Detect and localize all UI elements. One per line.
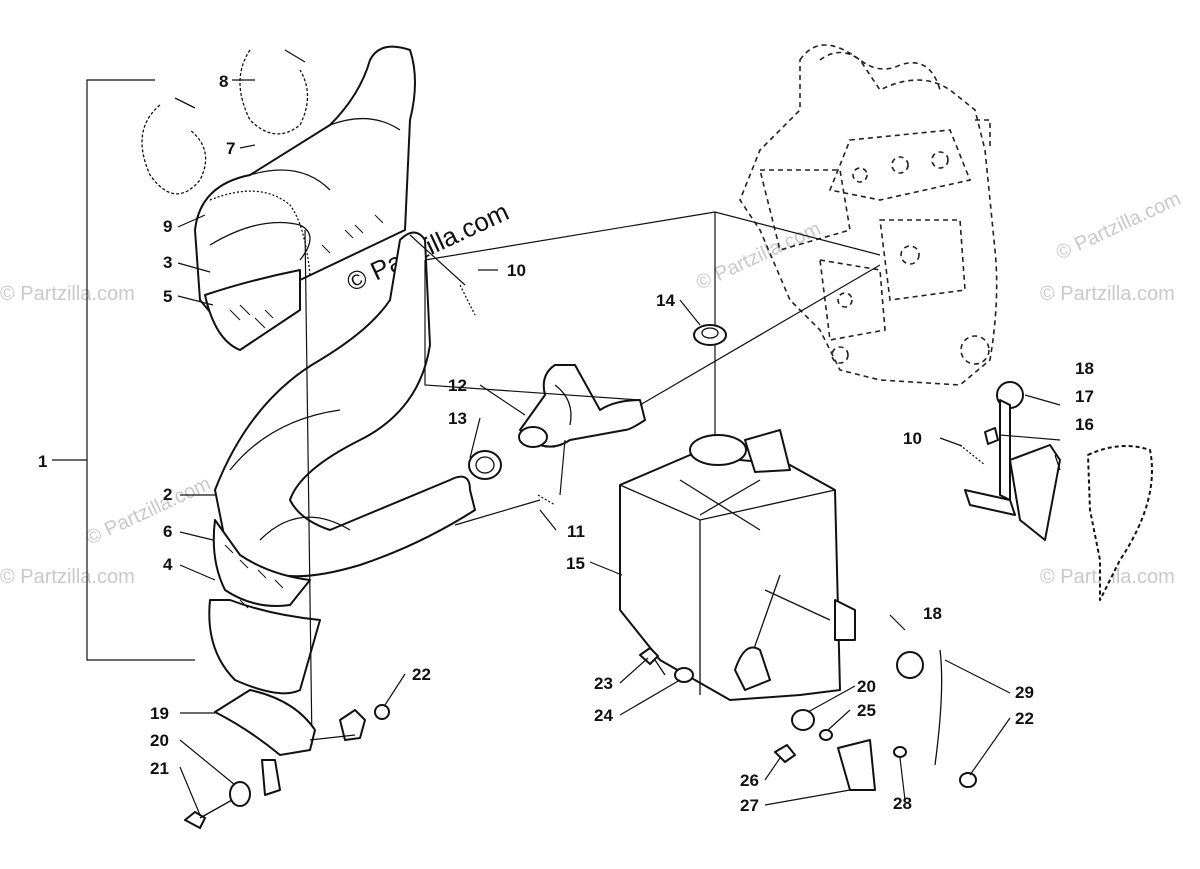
callout-9: 9 xyxy=(163,217,172,236)
callout-6: 6 xyxy=(163,522,172,541)
callout-24: 24 xyxy=(594,706,613,725)
grommet-inner xyxy=(701,327,719,339)
callout-22-left: 22 xyxy=(412,665,431,684)
callout-22-right: 22 xyxy=(1015,709,1034,728)
engine-outline xyxy=(739,44,998,386)
manifold-gasket xyxy=(468,450,502,480)
callout-29: 29 xyxy=(1015,683,1034,702)
expansion-chamber xyxy=(208,229,476,746)
callout-10-upper: 10 xyxy=(507,261,526,280)
callout-18-lower: 18 xyxy=(923,604,942,623)
callout-12: 12 xyxy=(448,376,467,395)
watermark: © Partzilla.com xyxy=(1053,188,1184,265)
callout-27: 27 xyxy=(740,796,759,815)
watermark: © Partzilla.com xyxy=(83,473,214,550)
callout-4: 4 xyxy=(163,555,173,574)
callout-14: 14 xyxy=(656,291,675,310)
callout-21: 21 xyxy=(150,759,169,778)
callout-3: 3 xyxy=(163,253,172,272)
callout-labels: 1 2 3 4 5 6 7 8 9 10 10 11 12 13 14 15 1… xyxy=(38,72,1094,815)
callout-11: 11 xyxy=(567,522,585,541)
callout-7: 7 xyxy=(226,139,235,158)
callout-20-left: 20 xyxy=(150,731,169,750)
silencer-box xyxy=(619,429,856,701)
callout-25: 25 xyxy=(857,701,876,720)
callout-17: 17 xyxy=(1075,387,1094,406)
callout-28: 28 xyxy=(893,794,912,813)
routing-lines xyxy=(424,211,881,445)
heat-band xyxy=(209,190,311,276)
watermark: © Partzilla.com xyxy=(0,566,135,588)
callout-13: 13 xyxy=(448,409,467,428)
lower-bracket-assembly xyxy=(184,689,390,829)
callout-16: 16 xyxy=(1075,415,1094,434)
callout-23: 23 xyxy=(594,674,613,693)
watermark: © Partzilla.com xyxy=(1040,283,1175,305)
watermark: © Partzilla.com xyxy=(693,218,824,295)
callout-19: 19 xyxy=(150,704,169,723)
callout-26: 26 xyxy=(740,771,759,790)
callout-18-upper: 18 xyxy=(1075,359,1094,378)
assembly-bracket xyxy=(52,79,195,661)
leader-lines xyxy=(177,79,1061,816)
muffler-upper-can xyxy=(194,45,416,351)
callout-20-right: 20 xyxy=(857,677,876,696)
callout-10-right: 10 xyxy=(903,429,922,448)
callout-2: 2 xyxy=(163,485,172,504)
manifold-gasket-inner xyxy=(475,456,495,474)
silencer-hardware xyxy=(639,647,977,791)
callout-1: 1 xyxy=(38,452,47,471)
grommet xyxy=(693,324,727,346)
side-bracket xyxy=(964,381,1153,601)
watermark: © Partzilla.com xyxy=(0,283,135,305)
exhaust-manifold xyxy=(518,364,646,448)
callout-5: 5 xyxy=(163,287,172,306)
callout-8: 8 xyxy=(219,72,228,91)
callout-15: 15 xyxy=(566,554,585,573)
exhaust-springs xyxy=(409,234,986,526)
